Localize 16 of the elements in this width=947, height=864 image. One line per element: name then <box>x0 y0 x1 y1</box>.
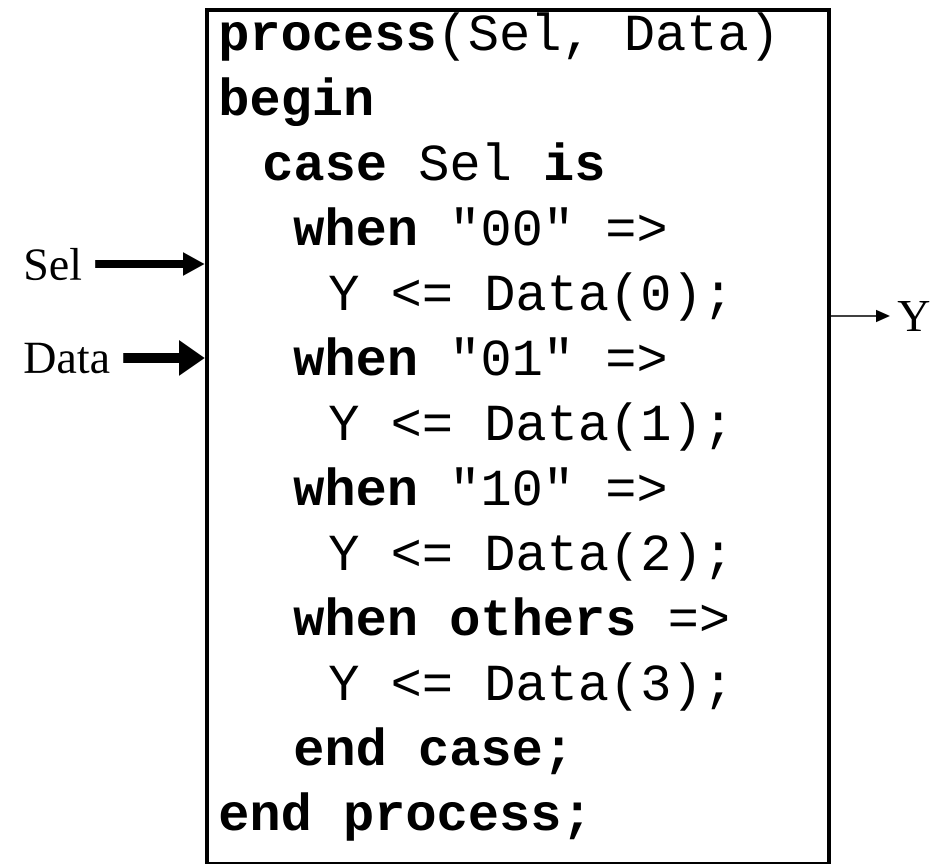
signal-label: Data <box>24 342 110 374</box>
code-line: Y <= Data(3); <box>329 662 723 711</box>
code-line: begin <box>222 77 372 126</box>
signal-label: Y <box>898 300 930 332</box>
code-line: end process; <box>220 792 582 841</box>
code-line: when "01" => <box>294 337 665 376</box>
signal-label: Sel <box>26 248 82 280</box>
code-line: process(Sel, Data) <box>222 12 772 61</box>
code-line: when "00" => <box>294 207 665 246</box>
code-line: Y <= Data(2); <box>329 532 723 581</box>
code-line: when others => <box>294 597 728 636</box>
code-line: Y <= Data(0); <box>329 272 723 321</box>
code-line: Y <= Data(1); <box>329 402 723 451</box>
code-line: end case; <box>296 727 564 774</box>
code-line: case Sel is <box>265 142 602 180</box>
code-line: when "10" => <box>294 467 665 506</box>
